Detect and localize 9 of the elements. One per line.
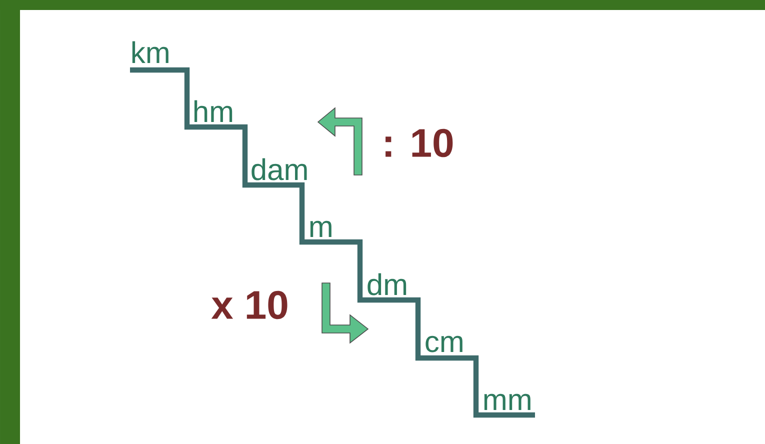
unit-label: cm <box>426 336 462 352</box>
unit-label: mm <box>484 394 530 410</box>
factor-label: x 10 <box>211 290 288 320</box>
unit-label: m <box>310 220 332 237</box>
unit-label: km <box>132 41 168 63</box>
factor-label: : 10 <box>386 128 453 158</box>
unit-label: dm <box>368 273 406 296</box>
unit-label: hm <box>194 100 232 122</box>
unit-label: dam <box>252 158 307 180</box>
